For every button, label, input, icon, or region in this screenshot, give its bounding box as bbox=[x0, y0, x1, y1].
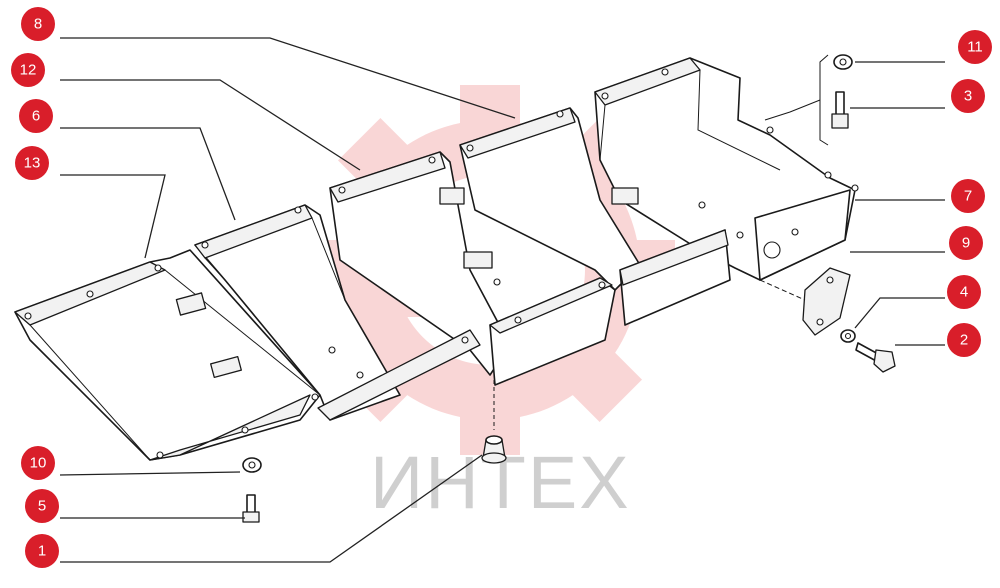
callout-10: 10 bbox=[21, 446, 55, 480]
callout-12-circle bbox=[11, 53, 45, 87]
part-13-tray bbox=[14, 249, 321, 461]
callout-8-label: 8 bbox=[34, 16, 42, 33]
callout-12-label: 12 bbox=[20, 62, 37, 79]
callout-2: 2 bbox=[947, 323, 981, 357]
callout-5: 5 bbox=[25, 489, 59, 523]
callout-3-label: 3 bbox=[964, 88, 972, 105]
part-12-tray bbox=[317, 151, 511, 421]
callout-9-circle bbox=[949, 226, 983, 260]
part-4-washer bbox=[840, 329, 856, 343]
callout-13-label: 13 bbox=[24, 155, 41, 172]
callout-11: 11 bbox=[958, 30, 992, 64]
callout-8-circle bbox=[21, 7, 55, 41]
callout-6-circle bbox=[19, 99, 53, 133]
callout-4-circle bbox=[947, 275, 981, 309]
callout-3: 3 bbox=[951, 79, 985, 113]
leader-lines bbox=[59, 37, 945, 563]
bracket-connector bbox=[764, 99, 821, 121]
callout-7-circle bbox=[951, 179, 985, 213]
callout-4-label: 4 bbox=[960, 284, 968, 301]
callout-6-label: 6 bbox=[32, 108, 40, 125]
callout-10-label: 10 bbox=[30, 455, 47, 472]
callout-11-label: 11 bbox=[967, 39, 983, 56]
callout-7-label: 7 bbox=[964, 188, 972, 205]
part-2-bolt bbox=[855, 342, 896, 373]
callout-1-label: 1 bbox=[38, 543, 46, 560]
callout-13-circle bbox=[15, 146, 49, 180]
callout-4: 4 bbox=[947, 275, 981, 309]
bracket-11-3 bbox=[819, 54, 829, 146]
callout-11-circle bbox=[958, 30, 992, 64]
part-8-tray bbox=[459, 107, 641, 386]
callout-8: 8 bbox=[21, 7, 55, 41]
callout-7: 7 bbox=[951, 179, 985, 213]
callout-3-circle bbox=[951, 79, 985, 113]
part-5-bolt bbox=[242, 494, 260, 523]
callout-1: 1 bbox=[25, 534, 59, 568]
callout-1-circle bbox=[25, 534, 59, 568]
part-10-nut bbox=[242, 457, 262, 473]
part-7-tray bbox=[594, 57, 859, 326]
part-1-foot bbox=[481, 435, 507, 464]
callout-5-circle bbox=[25, 489, 59, 523]
callout-9: 9 bbox=[949, 226, 983, 260]
callout-10-circle bbox=[21, 446, 55, 480]
axis-line-part-9 bbox=[759, 279, 806, 301]
part-3-bolt bbox=[831, 91, 849, 129]
callout-5-label: 5 bbox=[38, 498, 46, 515]
callout-12: 12 bbox=[11, 53, 45, 87]
callout-13: 13 bbox=[15, 146, 49, 180]
callout-6: 6 bbox=[19, 99, 53, 133]
callout-2-circle bbox=[947, 323, 981, 357]
part-11-nut bbox=[833, 54, 853, 70]
callout-2-label: 2 bbox=[960, 332, 968, 349]
part-9-plate bbox=[802, 267, 851, 336]
part-6-tray bbox=[194, 204, 401, 421]
callout-9-label: 9 bbox=[962, 235, 970, 252]
